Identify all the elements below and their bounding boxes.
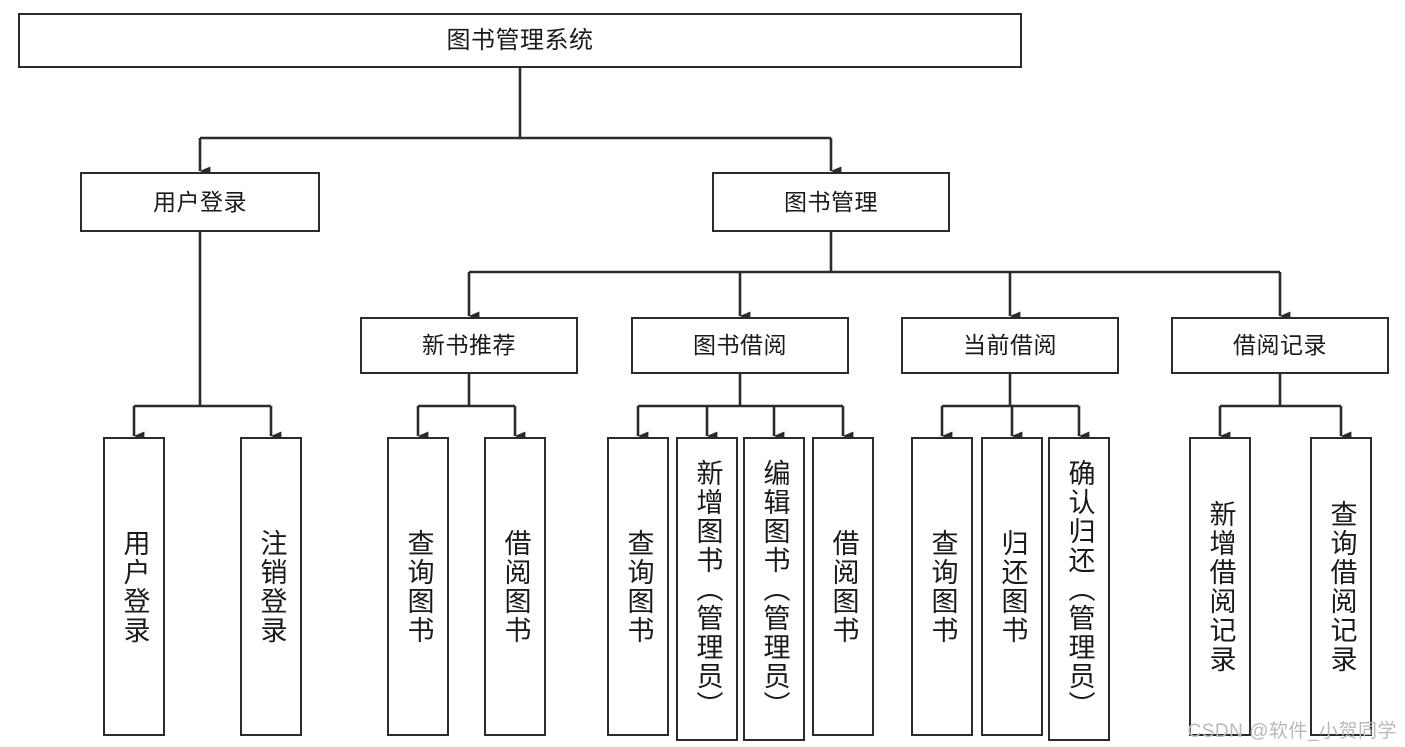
node-user-login[interactable]: 用户登录 — [80, 172, 320, 232]
node-label: 新增图书（管理员） — [692, 458, 723, 720]
node-current-borrow[interactable]: 当前借阅 — [901, 317, 1119, 374]
node-label: 新书推荐 — [422, 332, 516, 359]
node-label: 图书管理系统 — [446, 26, 594, 54]
node-label: 用户登录 — [153, 188, 247, 215]
leaf-logout[interactable]: 注销登录 — [240, 437, 302, 736]
node-label: 借阅记录 — [1233, 332, 1327, 359]
watermark-text: CSDN @软件_小贺同学 — [1187, 721, 1397, 742]
node-label: 注销登录 — [256, 528, 287, 645]
leaf-query-books-recommend[interactable]: 查询图书 — [387, 437, 449, 736]
leaf-add-book-admin[interactable]: 新增图书（管理员） — [676, 437, 738, 741]
node-label: 图书管理 — [784, 188, 878, 215]
node-label: 编辑图书（管理员） — [759, 458, 790, 720]
leaf-borrow-book[interactable]: 借阅图书 — [812, 437, 874, 736]
node-new-book-recommend[interactable]: 新书推荐 — [360, 317, 578, 374]
node-root[interactable]: 图书管理系统 — [18, 13, 1022, 68]
node-label: 图书借阅 — [693, 332, 787, 359]
node-label: 查询图书 — [927, 528, 958, 645]
node-label: 确认归还（管理员） — [1064, 458, 1095, 720]
leaf-query-borrow-record[interactable]: 查询借阅记录 — [1310, 437, 1372, 736]
node-label: 借阅图书 — [500, 528, 531, 645]
leaf-edit-book-admin[interactable]: 编辑图书（管理员） — [743, 437, 805, 741]
node-label: 归还图书 — [997, 528, 1028, 645]
leaf-query-books-current[interactable]: 查询图书 — [911, 437, 973, 736]
leaf-borrow-books-recommend[interactable]: 借阅图书 — [484, 437, 546, 736]
node-book-management[interactable]: 图书管理 — [712, 172, 950, 232]
leaf-add-borrow-record[interactable]: 新增借阅记录 — [1189, 437, 1251, 736]
node-label: 查询借阅记录 — [1326, 499, 1357, 674]
leaf-confirm-return-admin[interactable]: 确认归还（管理员） — [1048, 437, 1110, 741]
node-label: 查询图书 — [403, 528, 434, 645]
leaf-query-books-borrow[interactable]: 查询图书 — [607, 437, 669, 736]
node-book-borrow[interactable]: 图书借阅 — [631, 317, 849, 374]
node-label: 借阅图书 — [828, 528, 859, 645]
node-label: 用户登录 — [119, 528, 150, 645]
node-label: 查询图书 — [623, 528, 654, 645]
leaf-return-book[interactable]: 归还图书 — [981, 437, 1043, 736]
node-label: 当前借阅 — [963, 332, 1057, 359]
node-borrow-records[interactable]: 借阅记录 — [1171, 317, 1389, 374]
node-label: 新增借阅记录 — [1205, 499, 1236, 674]
leaf-user-login[interactable]: 用户登录 — [103, 437, 165, 736]
